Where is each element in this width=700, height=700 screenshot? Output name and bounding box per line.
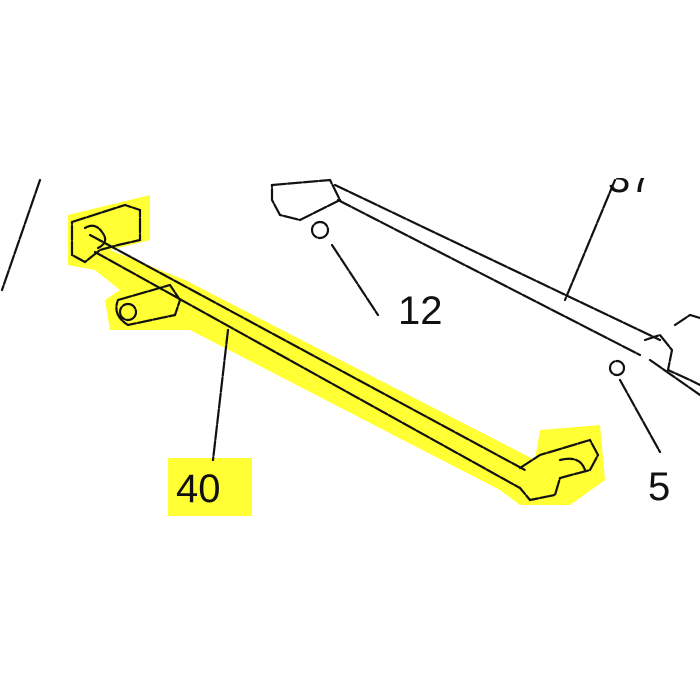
part-5-washer bbox=[608, 359, 626, 377]
callout-37: 37 bbox=[608, 157, 653, 201]
frame-edge-line bbox=[0, 178, 42, 292]
callout-5: 5 bbox=[648, 465, 670, 509]
leader-37 bbox=[563, 178, 617, 302]
leader-40 bbox=[211, 328, 230, 462]
leader-5 bbox=[618, 378, 662, 454]
leader-12 bbox=[330, 243, 380, 317]
callout-40: 40 bbox=[176, 467, 221, 511]
part-37-rod bbox=[270, 178, 700, 397]
part-40-rod bbox=[70, 203, 600, 502]
highlight-part-40 bbox=[68, 195, 605, 505]
part-12-nut bbox=[310, 220, 330, 240]
callout-12: 12 bbox=[398, 289, 443, 333]
highlight-label-40 bbox=[168, 458, 252, 516]
